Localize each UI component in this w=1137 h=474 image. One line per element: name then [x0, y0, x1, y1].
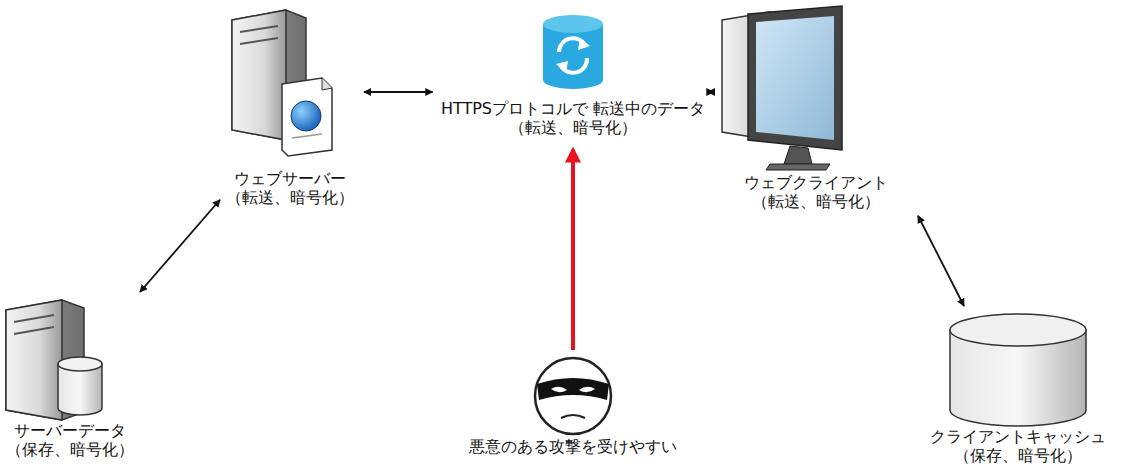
server-data-node: サーバーデータ（保存、暗号化）	[4, 298, 136, 460]
web-client-node: ウェブクライアント（転送、暗号化）	[716, 6, 916, 212]
node-label: ウェブサーバー	[224, 170, 356, 189]
web-server-icon	[232, 10, 332, 156]
attack-arrow	[571, 150, 575, 350]
node-sublabel: （保存、暗号化）	[4, 441, 136, 460]
server-data-icon	[6, 300, 102, 420]
data-flow-arrow	[708, 91, 714, 93]
node-label: サーバーデータ	[4, 422, 136, 441]
node-label: ウェブクライアント	[716, 174, 916, 193]
data-flow-arrow	[140, 200, 220, 292]
node-label: クライアントキャッシュ	[928, 428, 1108, 447]
web-server-node: ウェブサーバー（転送、暗号化）	[224, 8, 356, 208]
node-sublabel: （転送、暗号化）	[716, 193, 916, 212]
node-sublabel: （保存、暗号化）	[928, 447, 1108, 466]
web-client-icon	[722, 6, 842, 170]
node-label: HTTPSプロトコルで 転送中のデータ	[439, 100, 708, 119]
data-flow-arrow	[918, 216, 964, 306]
data-flow-arrow	[364, 91, 433, 93]
data-in-transit-node: HTTPSプロトコルで 転送中のデータ（転送、暗号化）	[439, 14, 708, 138]
client-cache-node: クライアントキャッシュ（保存、暗号化）	[928, 312, 1108, 466]
attacker-node: 悪意のある攻撃を受けやすい	[465, 356, 681, 457]
data-sync-icon	[543, 15, 603, 89]
node-sublabel: （転送、暗号化）	[439, 119, 708, 138]
client-cache-icon	[950, 314, 1086, 426]
attacker-icon	[535, 358, 611, 434]
node-label: 悪意のある攻撃を受けやすい	[465, 438, 681, 457]
node-sublabel: （転送、暗号化）	[224, 189, 356, 208]
